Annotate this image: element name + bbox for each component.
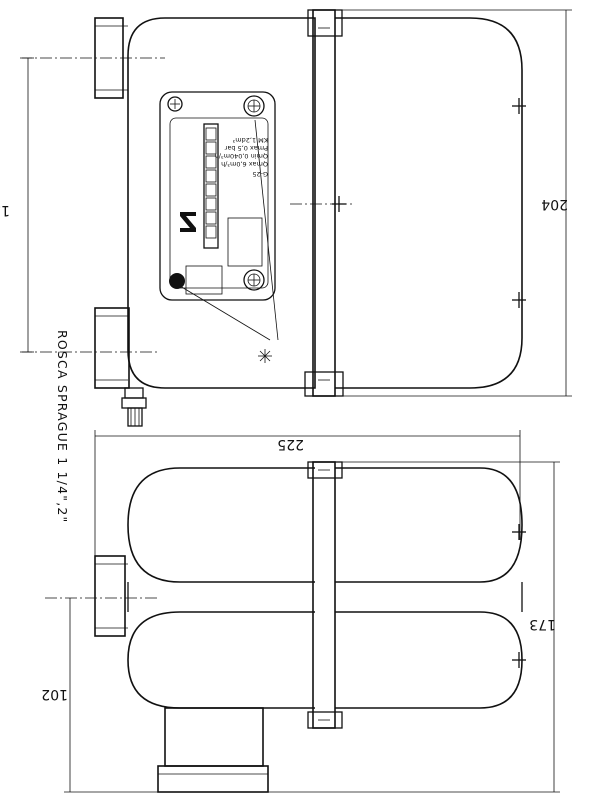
meter-housing — [127, 17, 316, 389]
clamp-band-top-block — [307, 9, 343, 37]
dimension-225: 225 — [94, 430, 521, 560]
pressure-connector — [121, 387, 147, 427]
dimension-204: 204 — [340, 9, 572, 397]
base-foot — [157, 765, 269, 793]
counter-wheels — [205, 127, 217, 239]
seal-bottom-left — [169, 273, 185, 289]
clamp-band — [312, 9, 336, 397]
side-view: 225 — [41, 430, 560, 793]
dimension-173: 173 — [268, 461, 560, 793]
meter-housing-right — [335, 17, 523, 389]
clamp-band-bottom-block — [304, 371, 344, 397]
lower-bowl — [127, 611, 315, 709]
screw-top-right — [243, 95, 265, 117]
side-inlet-pipe — [94, 555, 126, 637]
dimension-152: 152 — [0, 57, 34, 353]
plate-line-1: G-25 — [252, 170, 268, 178]
thread-note: ROSCA SPRAGUE 1 1/4",2" — [55, 330, 70, 523]
upper-bowl-right — [335, 467, 523, 583]
plate-line-5: KM 1,2dm³ — [232, 136, 268, 144]
dim-204-label: 204 — [541, 196, 568, 212]
lower-bowl-right — [335, 611, 523, 709]
plate-line-3: Qmin 0,040m³/h — [215, 152, 268, 160]
bolt-top — [512, 98, 526, 114]
front-view: G-25 Qmax 6,0m³/h Qmin 0,040m³/h Pmax 0,… — [0, 9, 572, 523]
plate-line-2: Qmax 6,0m³/h — [221, 160, 268, 168]
dimension-102: 102 — [41, 598, 268, 793]
bolt-bottom — [512, 292, 526, 308]
dim-102-label: 102 — [41, 686, 68, 702]
seal-star-symbol — [258, 349, 272, 363]
side-clamp-band — [312, 461, 336, 729]
dim-173-label: 173 — [529, 616, 556, 632]
leader-line — [179, 285, 271, 341]
lower-outlet-pipe — [94, 307, 130, 389]
dim-152-label: 152 — [0, 202, 10, 218]
manufacturer-logo — [180, 212, 196, 232]
plate-line-4: Pmax 0,5 bar — [224, 144, 268, 152]
screw-bottom-right — [243, 269, 265, 291]
base-neck — [164, 707, 264, 767]
side-bolt-bottom — [512, 652, 526, 668]
dim-225-label: 225 — [277, 436, 304, 452]
upper-bowl — [127, 467, 315, 583]
counter-window — [203, 123, 219, 249]
side-bolt-top — [512, 524, 526, 540]
screw-top-left — [167, 96, 183, 112]
nameplate: G-25 Qmax 6,0m³/h Qmin 0,040m³/h Pmax 0,… — [159, 91, 276, 301]
